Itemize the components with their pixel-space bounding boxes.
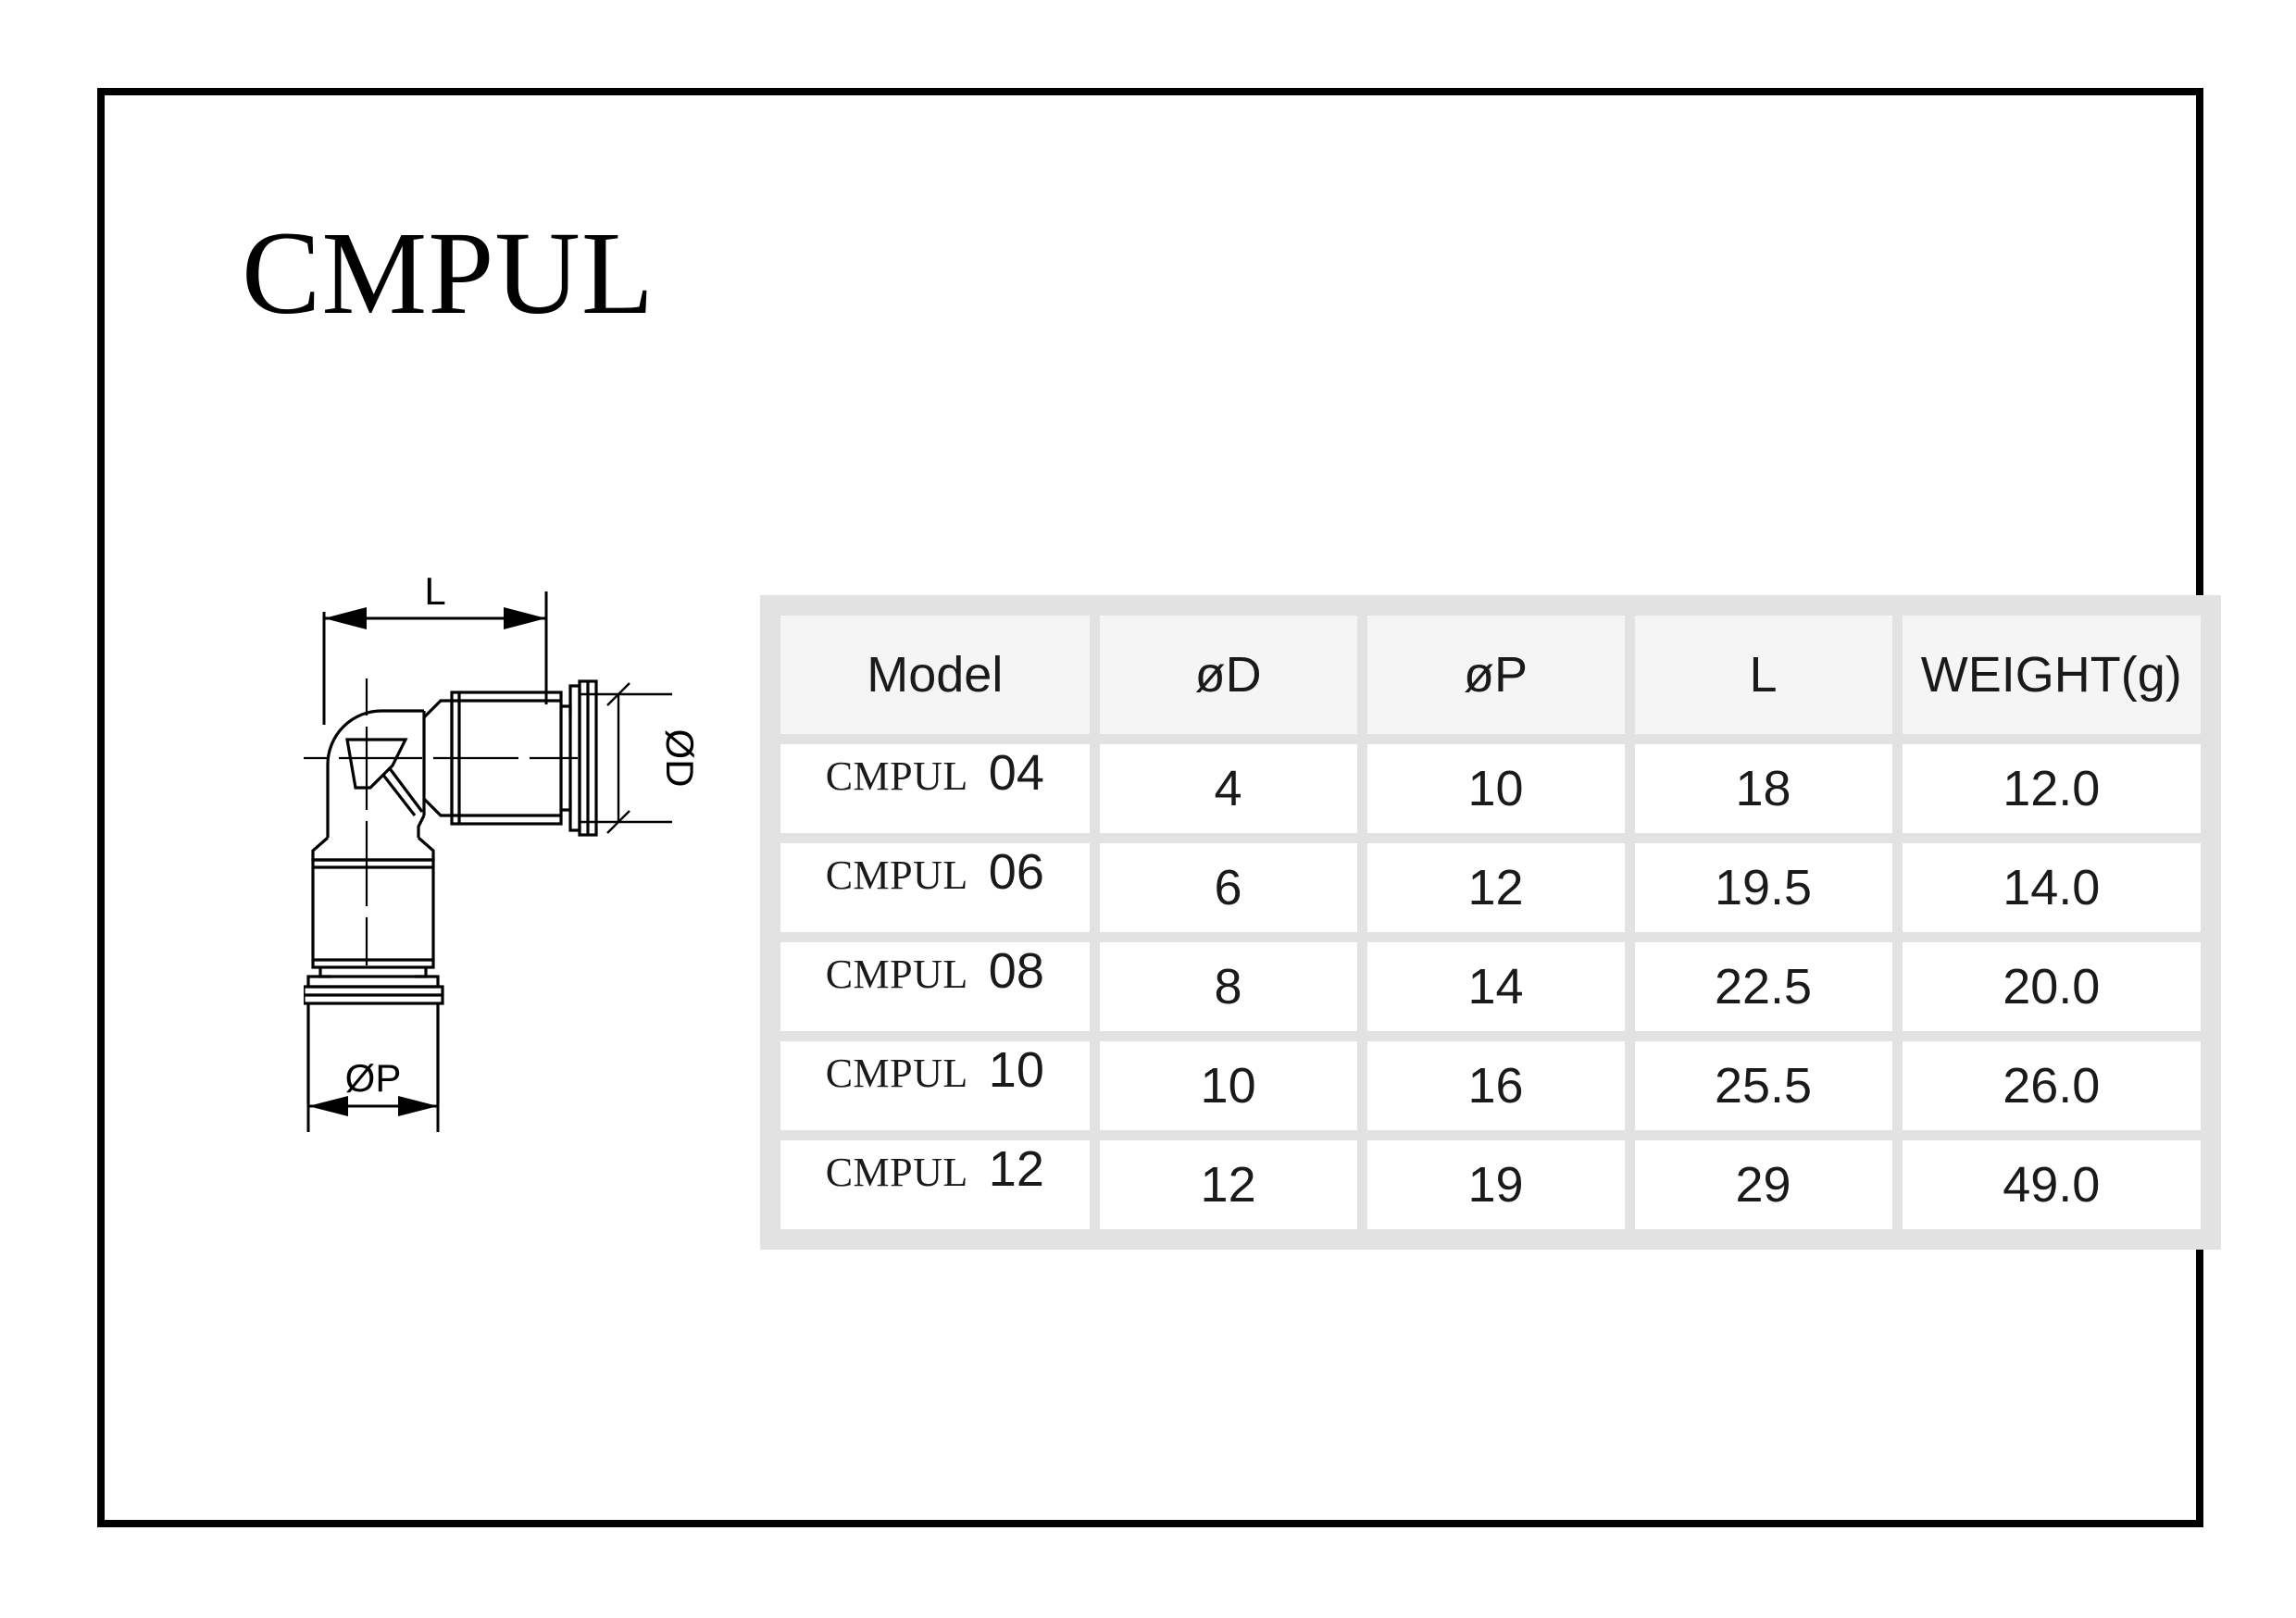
model-prefix: CMPUL xyxy=(825,753,968,799)
cell-l: 29 xyxy=(1634,1140,1892,1229)
cell-od: 6 xyxy=(1099,843,1357,932)
cell-op: 16 xyxy=(1366,1041,1625,1130)
model-size: 10 xyxy=(988,1042,1044,1098)
cell-model: CMPUL 06 xyxy=(780,843,1090,932)
arrow-left-oP xyxy=(308,1096,348,1116)
cell-op: 12 xyxy=(1366,843,1625,932)
arrow-right-L xyxy=(504,607,546,629)
cell-l: 25.5 xyxy=(1634,1041,1892,1130)
cell-od: 8 xyxy=(1099,942,1357,1031)
column-header-l: L xyxy=(1634,616,1892,734)
model-size: 04 xyxy=(988,745,1044,801)
cell-weight: 26.0 xyxy=(1902,1041,2201,1130)
cell-weight: 20.0 xyxy=(1902,942,2201,1031)
cell-model: CMPUL 12 xyxy=(780,1140,1090,1229)
cell-od: 4 xyxy=(1099,744,1357,833)
model-size: 08 xyxy=(988,943,1044,999)
cell-l: 18 xyxy=(1634,744,1892,833)
elbow-body xyxy=(326,709,426,838)
table-row: CMPUL 04 4 10 18 12.0 xyxy=(780,744,2201,833)
model-prefix: CMPUL xyxy=(825,1051,968,1096)
cell-l: 19.5 xyxy=(1634,843,1892,932)
table-row: CMPUL 08 8 14 22.5 20.0 xyxy=(780,942,2201,1031)
cell-op: 14 xyxy=(1366,942,1625,1031)
column-header-op: øP xyxy=(1366,616,1625,734)
table-row: CMPUL 06 6 12 19.5 14.0 xyxy=(780,843,2201,932)
arrow-right-oP xyxy=(398,1096,438,1116)
cell-op: 19 xyxy=(1366,1140,1625,1229)
specification-table: Model øD øP L WEIGHT(g) CMPUL 04 4 xyxy=(760,595,2221,1250)
table-row: CMPUL 12 12 19 29 49.0 xyxy=(780,1140,2201,1229)
cell-weight: 14.0 xyxy=(1902,843,2201,932)
dimension-label-L: L xyxy=(424,577,445,613)
column-header-weight: WEIGHT(g) xyxy=(1902,616,2201,734)
cell-model: CMPUL 10 xyxy=(780,1041,1090,1130)
model-size: 06 xyxy=(988,844,1044,900)
cell-od: 12 xyxy=(1099,1140,1357,1229)
cell-od: 10 xyxy=(1099,1041,1357,1130)
cell-op: 10 xyxy=(1366,744,1625,833)
column-header-model: Model xyxy=(780,616,1090,734)
table-row: CMPUL 10 10 16 25.5 26.0 xyxy=(780,1041,2201,1130)
model-prefix: CMPUL xyxy=(825,1150,968,1195)
cell-weight: 12.0 xyxy=(1902,744,2201,833)
dimension-label-oD: ØD xyxy=(658,729,702,788)
cell-model: CMPUL 04 xyxy=(780,744,1090,833)
cell-l: 22.5 xyxy=(1634,942,1892,1031)
table-header-row: Model øD øP L WEIGHT(g) xyxy=(780,616,2201,734)
model-prefix: CMPUL xyxy=(825,853,968,898)
cell-model: CMPUL 08 xyxy=(780,942,1090,1031)
dimension-label-oP: ØP xyxy=(345,1056,402,1100)
dimension-oD xyxy=(580,682,672,834)
arrow-left-L xyxy=(324,607,367,629)
model-prefix: CMPUL xyxy=(825,952,968,997)
cell-weight: 49.0 xyxy=(1902,1140,2201,1229)
page-title: CMPUL xyxy=(242,207,655,339)
drawing-frame: CMPUL L xyxy=(97,88,2221,1527)
horizontal-port xyxy=(422,679,598,837)
product-technical-drawing: L xyxy=(304,577,720,1169)
model-size: 12 xyxy=(988,1141,1044,1197)
column-header-od: øD xyxy=(1099,616,1357,734)
